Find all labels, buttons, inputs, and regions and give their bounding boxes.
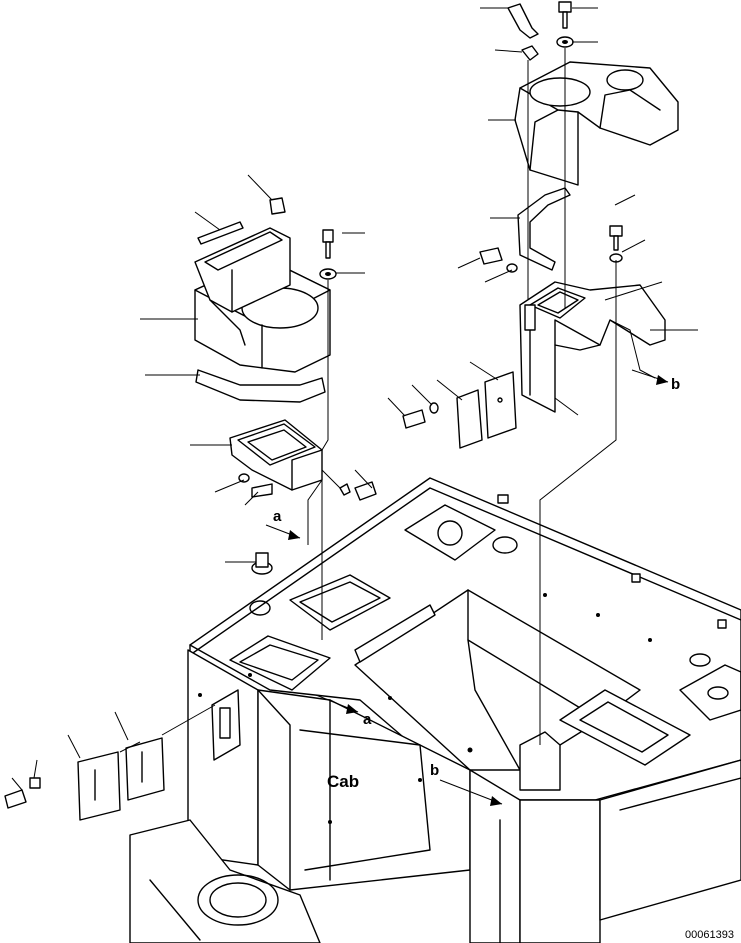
cab-floor-frame [129,477,741,943]
right-console-top [514,61,679,186]
cab-label: Cab [327,772,359,791]
left-console-knob [269,197,286,215]
reference-arrow-b-right [631,369,669,385]
left-console-rod [197,221,244,245]
assembly-center-lines [119,48,656,753]
leader-lines [11,7,698,791]
ref-label-b-right: b [671,376,680,393]
side-cover-plates [4,737,165,821]
reference-arrow-a-upper [265,524,301,540]
ref-label-a-lower: a [363,711,372,728]
right-console-plates [456,371,517,449]
right-console-bolts [402,225,623,429]
reference-arrow-b-lower [439,779,503,806]
left-console-seal [195,369,326,403]
left-console-lid [194,227,291,313]
left-console-bolts [238,229,377,575]
reference-arrow-a-lower [315,694,359,714]
right-console-bracket [519,281,666,413]
ref-label-a-upper: a [273,508,282,525]
drawing-number: 00061393 [685,929,734,941]
ref-label-b-lower: b [430,762,439,779]
right-console-handle [507,3,539,39]
right-console-seal [517,187,571,271]
right-console-hardware [521,1,574,61]
left-console-bracket [229,419,323,491]
